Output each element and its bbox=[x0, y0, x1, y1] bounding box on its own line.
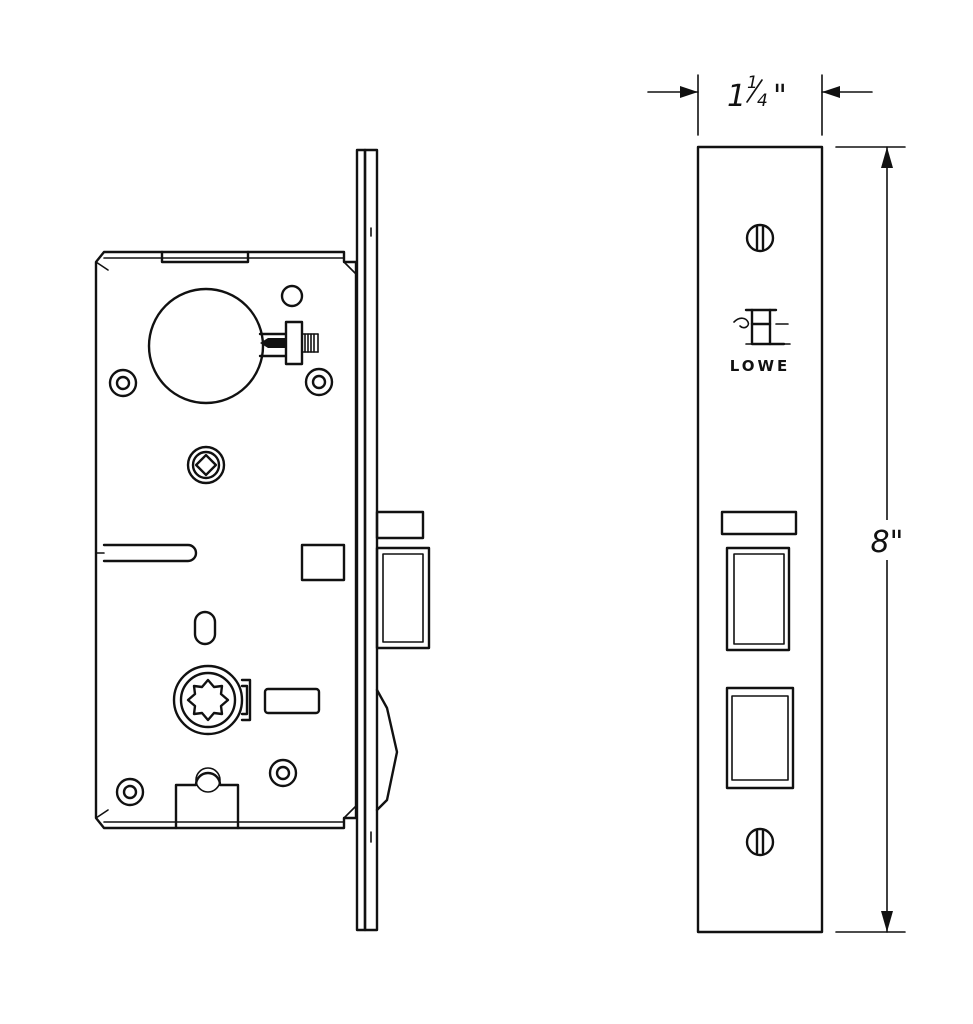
faceplate-outline bbox=[696, 145, 824, 934]
lock-body-side-view bbox=[94, 148, 379, 932]
screw-head-icon bbox=[745, 223, 775, 253]
mounting-hole-icon bbox=[268, 758, 298, 788]
hub-square-spindle-icon bbox=[186, 445, 226, 485]
screw-head-icon bbox=[745, 827, 775, 857]
height-dimension: 8" bbox=[835, 146, 906, 933]
latch-opening bbox=[725, 546, 791, 652]
brand-name: LOWE bbox=[730, 357, 791, 375]
lever-hub-star-icon bbox=[172, 664, 252, 736]
brand-logo-icon bbox=[733, 308, 791, 346]
lock-case-outline bbox=[94, 250, 358, 830]
mounting-hole-icon bbox=[115, 777, 145, 807]
width-dimension-inch-mark: " bbox=[773, 79, 787, 114]
width-dimension-whole: 1 bbox=[727, 79, 746, 114]
faceplate-front-view: LOWE bbox=[696, 145, 824, 934]
width-dimension-denominator: 4 bbox=[757, 91, 768, 111]
mounting-hole-icon bbox=[108, 368, 138, 398]
height-dimension-label: 8" bbox=[871, 525, 904, 560]
deadbolt-opening bbox=[725, 686, 795, 790]
mounting-hole-icon bbox=[304, 367, 334, 397]
latch-projections-side-view bbox=[375, 510, 431, 812]
auxiliary-latch-slot bbox=[720, 510, 798, 536]
width-dimension-numerator: 1 bbox=[747, 73, 758, 93]
set-screw-icon bbox=[260, 320, 319, 366]
cylinder-hole bbox=[147, 287, 265, 405]
width-dimension: 1 1 4 " bbox=[647, 73, 873, 136]
